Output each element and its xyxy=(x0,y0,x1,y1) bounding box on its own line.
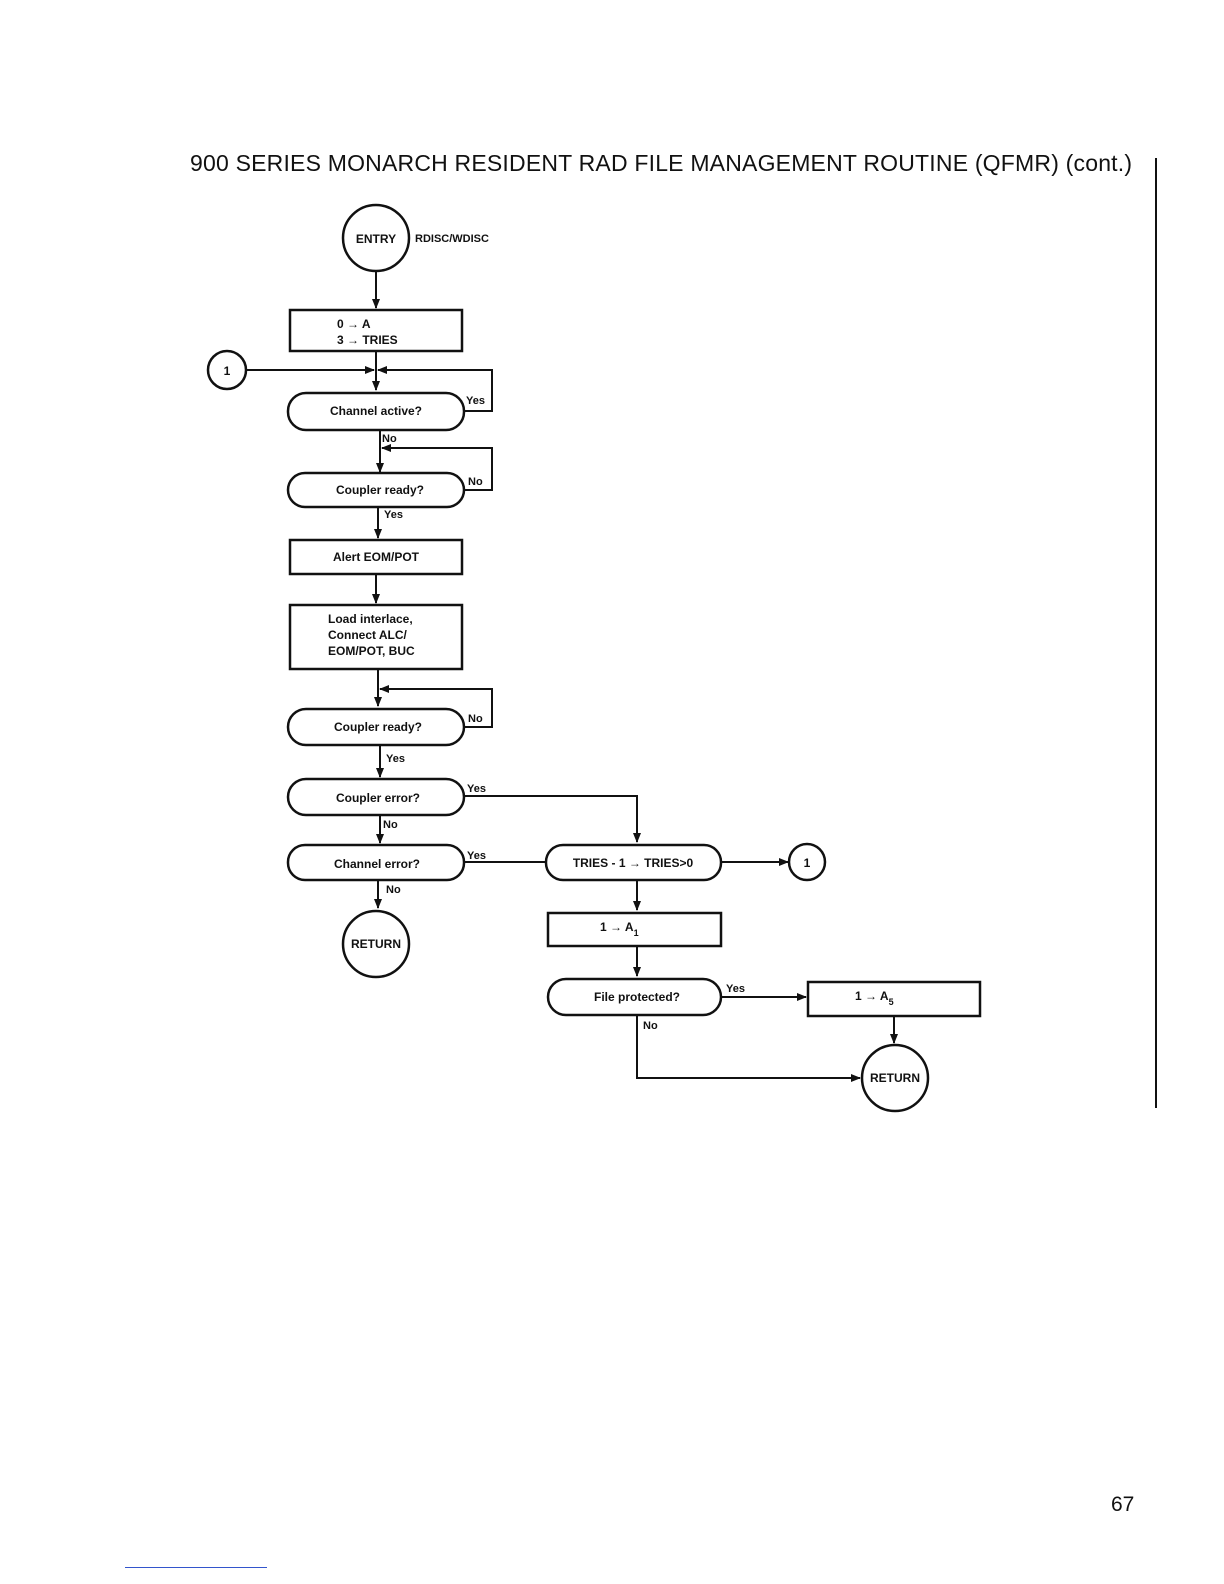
return-2-label: RETURN xyxy=(870,1071,920,1085)
yes-label: Yes xyxy=(467,850,486,862)
file-protected-label: File protected? xyxy=(594,990,680,1004)
coupler-error-decision: Coupler error? xyxy=(286,777,466,817)
alert-box: Alert EOM/POT xyxy=(288,538,464,576)
no-label: No xyxy=(468,713,483,725)
entry-terminal: ENTRY xyxy=(341,203,411,273)
connector-in-label: 1 xyxy=(224,364,231,378)
channel-error-decision: Channel error? xyxy=(286,843,466,882)
connector-in: 1 xyxy=(206,349,248,391)
load-line-1: Load interlace, xyxy=(328,612,413,626)
tries-label: TRIES - 1 → TRIES>0 xyxy=(573,856,694,870)
channel-active-label: Channel active? xyxy=(330,404,422,418)
coupler-ready-2-label: Coupler ready? xyxy=(334,720,422,734)
entry-label: ENTRY xyxy=(356,232,396,246)
load-line-2: Connect ALC/ xyxy=(328,628,408,642)
no-label: No xyxy=(643,1020,658,1032)
a5-box: 1 → A5 xyxy=(806,980,982,1018)
coupler-ready-2-decision: Coupler ready? xyxy=(286,707,466,747)
yes-label: Yes xyxy=(386,753,405,765)
return-terminal-1: RETURN xyxy=(341,909,411,979)
coupler-ready-1-decision: Coupler ready? xyxy=(286,471,466,509)
no-label: No xyxy=(468,476,483,488)
flow-line xyxy=(381,444,493,491)
footer-link-underline xyxy=(125,1567,267,1568)
return-terminal-2: RETURN xyxy=(860,1043,930,1113)
a1-subscript: 1 xyxy=(634,928,639,938)
flow-line xyxy=(464,795,641,843)
load-interlace-box: Load interlace, Connect ALC/ EOM/POT, BU… xyxy=(288,603,464,671)
connector-out-label: 1 xyxy=(804,856,811,870)
connector-out: 1 xyxy=(787,842,827,882)
channel-active-decision: Channel active? xyxy=(286,391,466,432)
flow-line xyxy=(377,366,493,412)
yes-label: Yes xyxy=(466,395,485,407)
a5-text: 1 → A xyxy=(855,989,889,1003)
load-line-3: EOM/POT, BUC xyxy=(328,644,415,658)
init-box: 0 → A 3 → TRIES xyxy=(288,308,464,353)
yes-label: Yes xyxy=(384,509,403,521)
init-line-2: 3 → TRIES xyxy=(337,333,398,347)
flow-line xyxy=(636,1015,861,1082)
no-label: No xyxy=(382,433,397,445)
page-number: 67 xyxy=(1111,1493,1135,1516)
init-line-1: 0 → A xyxy=(337,317,371,331)
channel-error-label: Channel error? xyxy=(334,857,420,871)
flow-line xyxy=(379,685,493,728)
alert-label: Alert EOM/POT xyxy=(333,550,420,564)
a1-text: 1 → A xyxy=(600,920,634,934)
no-label: No xyxy=(386,884,401,896)
svg-text:1 → A1: 1 → A1 xyxy=(600,920,639,938)
a1-box: 1 → A1 xyxy=(546,911,723,948)
entry-subroutine-label: RDISC/WDISC xyxy=(415,233,489,245)
coupler-error-label: Coupler error? xyxy=(336,791,420,805)
tries-decision: TRIES - 1 → TRIES>0 xyxy=(544,843,723,882)
a5-subscript: 5 xyxy=(889,997,894,1007)
return-1-label: RETURN xyxy=(351,937,401,951)
page-title: 900 SERIES MONARCH RESIDENT RAD FILE MAN… xyxy=(190,150,1133,176)
svg-text:1 → A5: 1 → A5 xyxy=(855,989,894,1007)
no-label: No xyxy=(383,819,398,831)
file-protected-decision: File protected? xyxy=(546,977,723,1017)
yes-label: Yes xyxy=(467,783,486,795)
coupler-ready-1-label: Coupler ready? xyxy=(336,483,424,497)
yes-label: Yes xyxy=(726,983,745,995)
right-margin-rule xyxy=(1155,158,1157,1108)
